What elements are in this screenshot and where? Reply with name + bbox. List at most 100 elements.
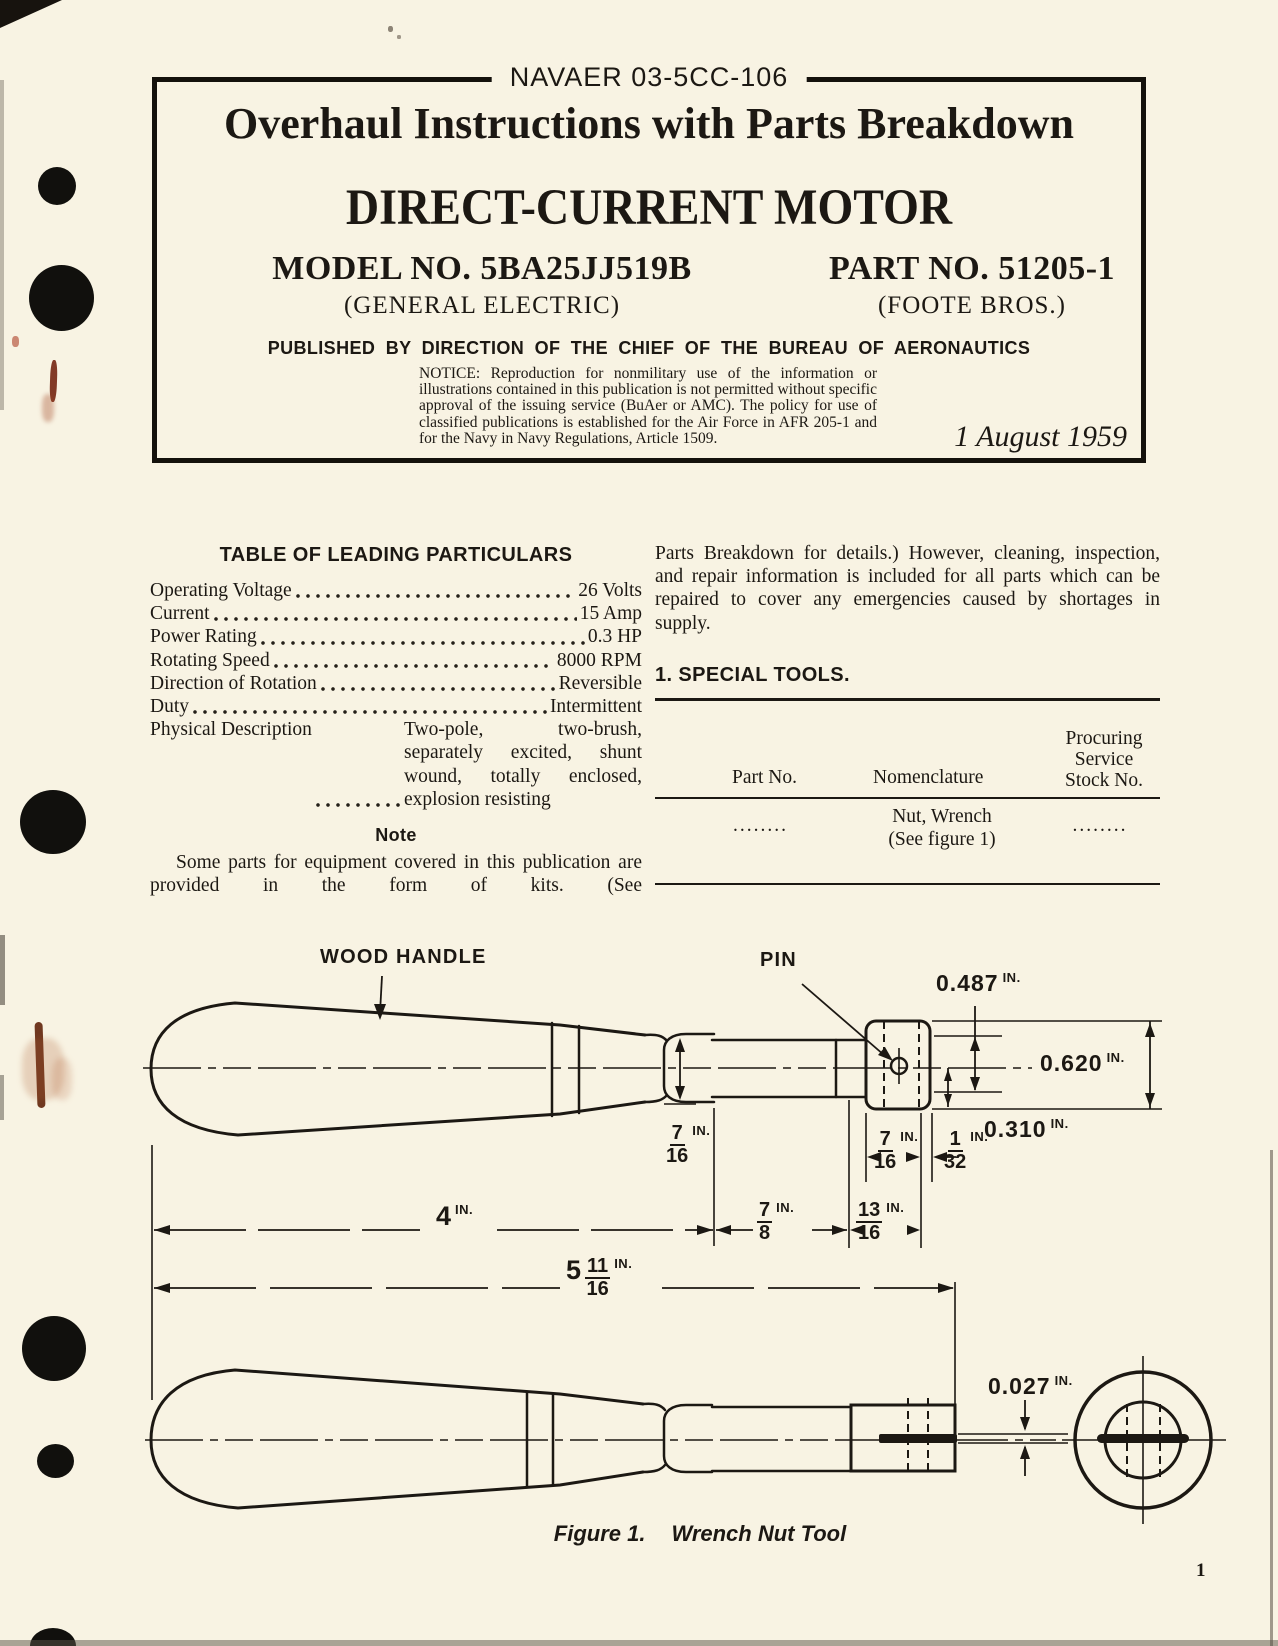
- particular-label-wrap: Physical Description: [150, 718, 404, 811]
- cell-nomenclature: Nut, Wrench (See figure 1): [877, 805, 1007, 851]
- ink-stain: [42, 394, 54, 422]
- dot-leader: [320, 687, 556, 692]
- particular-label: Power Rating: [150, 626, 257, 648]
- dot-leader: [315, 803, 401, 808]
- figure-caption: Figure 1. Wrench Nut Tool: [540, 1521, 860, 1547]
- particular-label: Physical Description: [150, 719, 312, 741]
- dot-leader: [295, 594, 576, 599]
- scan-edge-shadow: [0, 1640, 1278, 1646]
- wood-handle-label: WOOD HANDLE: [320, 946, 487, 968]
- nomenclature-name: Nut, Wrench: [892, 805, 992, 827]
- particular-value: 15 Amp: [579, 603, 642, 625]
- model-block: MODEL NO. 5BA25JJ519B (GENERAL ELECTRIC): [252, 250, 712, 320]
- dot-leader: [260, 640, 585, 645]
- table-rule: [655, 697, 1160, 701]
- cell-part-no: ........: [733, 814, 788, 836]
- table-header-row: Part No. Nomenclature Procuring Service …: [655, 701, 1160, 797]
- binding-hole: [37, 1444, 74, 1478]
- dot-leader: [273, 663, 554, 668]
- paper-speck: [397, 35, 401, 39]
- particular-value: Reversible: [558, 672, 642, 694]
- model-maker: (GENERAL ELECTRIC): [343, 292, 621, 319]
- publication-date: 1 August 1959: [954, 420, 1127, 453]
- column-header-part-no: Part No.: [732, 766, 797, 788]
- binding-hole: [29, 265, 94, 331]
- page-number: 1: [1196, 1560, 1206, 1581]
- binding-hole: [22, 1316, 86, 1381]
- nomenclature-note: (See figure 1): [888, 828, 996, 850]
- stock-header-line: Stock No.: [1065, 769, 1143, 791]
- notice-paragraph: NOTICE: Reproduction for nonmilitary use…: [419, 365, 877, 447]
- intro-paragraph: Parts Breakdown for details.) However, c…: [655, 543, 1160, 634]
- doc-subtitle: DIRECT-CURRENT MOTOR: [345, 179, 953, 236]
- particular-row: Operating Voltage 26 Volts: [150, 579, 642, 602]
- doc-number: NAVAER 03-5CC-106: [491, 62, 807, 93]
- particular-label: Operating Voltage: [150, 580, 292, 601]
- ink-stain: [52, 1058, 72, 1100]
- special-tools-heading: 1. SPECIAL TOOLS.: [655, 663, 850, 686]
- particular-row: Physical Description Two-pole, two-brush…: [150, 718, 642, 811]
- part-maker: (FOOTE BROS.): [877, 292, 1066, 319]
- particular-label: Rotating Speed: [150, 649, 270, 671]
- doc-title: Overhaul Instructions with Parts Breakdo…: [224, 99, 1074, 148]
- table-row: ........ Nut, Wrench (See figure 1) ....…: [655, 799, 1160, 883]
- dot-leader: [213, 617, 577, 622]
- particular-row: Current 15 Amp: [150, 602, 642, 625]
- particular-label: Current: [150, 603, 210, 625]
- special-tools-table: Part No. Nomenclature Procuring Service …: [655, 697, 1160, 885]
- particular-value: 26 Volts: [578, 580, 642, 601]
- particular-value: 0.3 HP: [587, 626, 642, 648]
- scan-edge-shadow: [1270, 1150, 1273, 1646]
- part-number: PART NO. 51205-1: [828, 250, 1116, 287]
- particular-label: Direction of Rotation: [150, 672, 317, 694]
- scan-edge-shadow: [0, 935, 5, 1005]
- binding-hole: [20, 790, 86, 854]
- particular-row: Direction of Rotation Reversible: [150, 672, 642, 695]
- binding-hole: [38, 167, 76, 205]
- particulars-heading: TABLE OF LEADING PARTICULARS: [219, 544, 573, 566]
- table-rule: [655, 796, 1160, 799]
- scan-edge-shadow: [0, 80, 4, 410]
- left-column: TABLE OF LEADING PARTICULARS Operating V…: [150, 544, 642, 897]
- cell-stock-no: ........: [1072, 814, 1128, 836]
- table-rule: [655, 882, 1160, 885]
- ink-stain: [12, 336, 19, 347]
- title-block: NAVAER 03-5CC-106 Overhaul Instructions …: [152, 62, 1147, 463]
- stock-header-line: Service: [1074, 748, 1134, 770]
- column-header-stock-no: Procuring Service Stock No.: [1048, 728, 1160, 791]
- figure-caption-label: Figure 1.: [553, 1521, 646, 1546]
- scan-edge-shadow: [0, 1075, 4, 1120]
- doc-subtitle-wrap: DIRECT-CURRENT MOTOR: [157, 178, 1141, 235]
- particular-row: Rotating Speed 8000 RPM: [150, 649, 642, 672]
- note-paragraph: Some parts for equipment covered in this…: [150, 852, 642, 897]
- published-line: PUBLISHED BY DIRECTION OF THE CHIEF OF T…: [267, 338, 1031, 358]
- pin-label: PIN: [760, 949, 797, 971]
- particular-row: Power Rating 0.3 HP: [150, 625, 642, 648]
- particular-value: Intermittent: [549, 696, 642, 718]
- stock-header-line: Procuring: [1065, 727, 1143, 749]
- figure-caption-title: Wrench Nut Tool: [671, 1521, 847, 1546]
- particular-value: 8000 RPM: [556, 649, 642, 671]
- right-column: Parts Breakdown for details.) However, c…: [655, 542, 1160, 885]
- particular-value: Two-pole, two-brush, separately excited,…: [404, 719, 642, 810]
- note-heading: Note: [375, 825, 417, 846]
- part-block: PART NO. 51205-1 (FOOTE BROS.): [797, 250, 1147, 320]
- paper-speck: [388, 26, 393, 32]
- ink-stain: [22, 1038, 64, 1100]
- column-header-nomenclature: Nomenclature: [873, 766, 984, 788]
